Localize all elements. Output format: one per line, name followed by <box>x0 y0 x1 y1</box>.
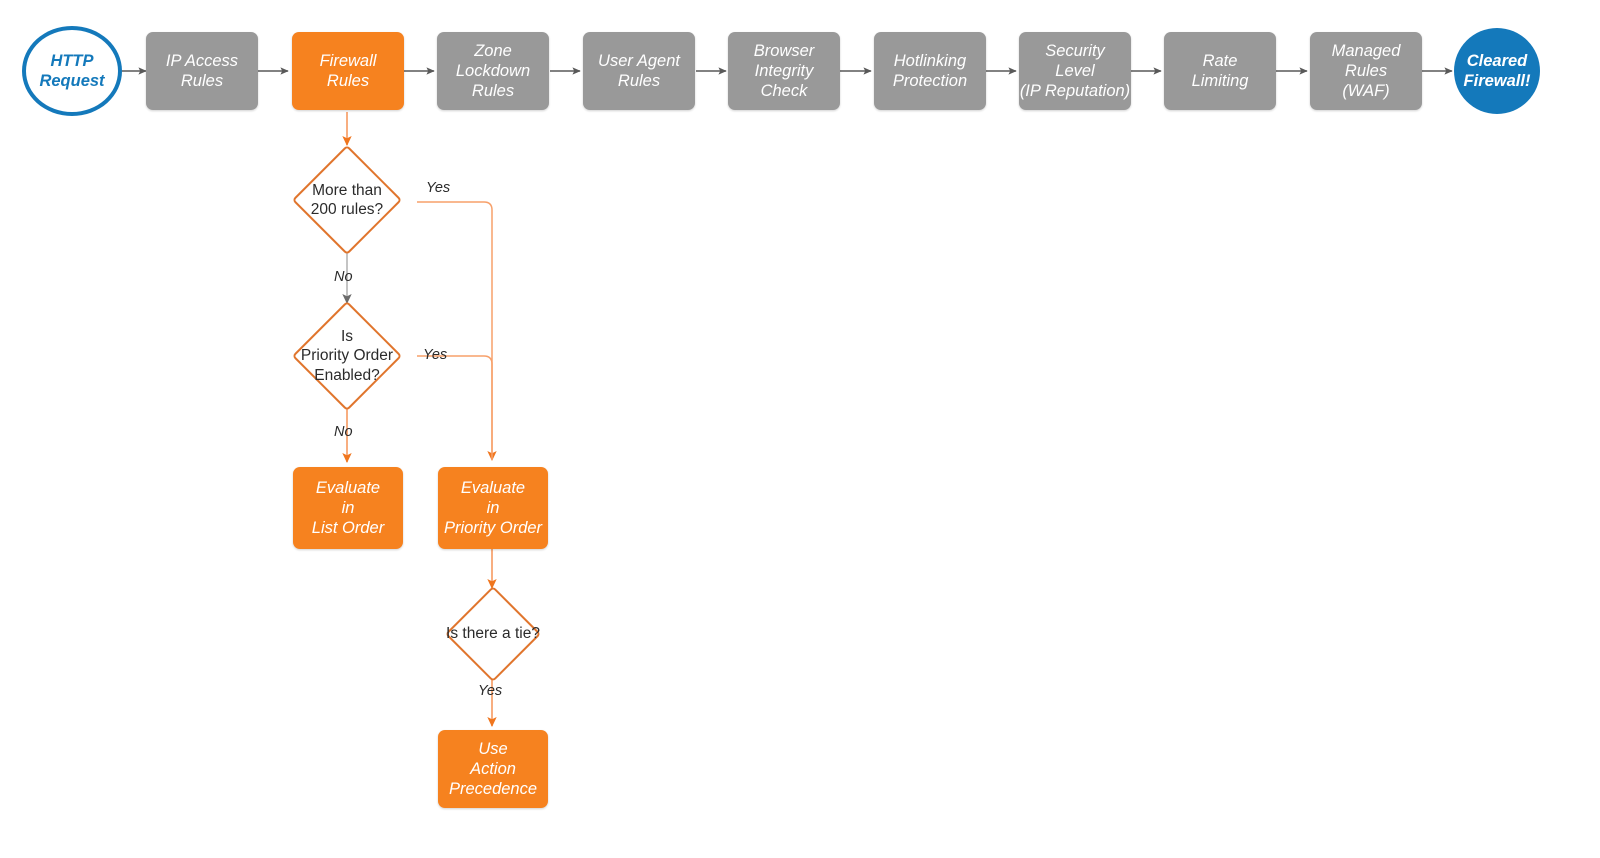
edge-label-yes-more-than-200: Yes <box>426 180 451 196</box>
node-use-action-precedence[interactable]: Use Action Precedence <box>438 730 548 808</box>
node-firewall-rules[interactable]: Firewall Rules <box>292 32 404 110</box>
node-hotlinking-protection[interactable]: Hotlinking Protection <box>874 32 986 110</box>
node-evaluate-in-list-order[interactable]: Evaluate in List Order <box>293 467 403 549</box>
edge-yes-priority-to-priority-order-box <box>417 355 493 460</box>
node-http-request[interactable]: HTTP Request <box>22 26 122 116</box>
node-zone-lockdown-rules[interactable]: Zone Lockdown Rules <box>437 32 549 110</box>
edge-label-no-priority-order: No <box>334 424 353 440</box>
node-rate-limiting[interactable]: Rate Limiting <box>1164 32 1276 110</box>
node-managed-rules-waf[interactable]: Managed Rules (WAF) <box>1310 32 1422 110</box>
edge-yes-200-to-priority-order-box <box>417 201 497 461</box>
decision-priority-order-enabled[interactable]: Is Priority Order Enabled? <box>277 300 417 412</box>
node-ip-access-rules[interactable]: IP Access Rules <box>146 32 258 110</box>
edge-label-no-more-than-200: No <box>334 269 353 285</box>
decision-more-than-200-rules[interactable]: More than 200 rules? <box>277 144 417 256</box>
decision-label: Is there a tie? <box>446 625 540 643</box>
decision-is-there-a-tie[interactable]: Is there a tie? <box>423 585 563 683</box>
edge-label-yes-priority-order: Yes <box>423 347 448 363</box>
decision-label: Is Priority Order Enabled? <box>300 327 394 384</box>
node-evaluate-in-priority-order[interactable]: Evaluate in Priority Order <box>438 467 548 549</box>
node-user-agent-rules[interactable]: User Agent Rules <box>583 32 695 110</box>
node-security-level[interactable]: Security Level (IP Reputation) <box>1019 32 1131 110</box>
decision-label: More than 200 rules? <box>310 181 384 218</box>
edge-label-yes-is-there-a-tie: Yes <box>478 683 503 699</box>
node-browser-integrity-check[interactable]: Browser Integrity Check <box>728 32 840 110</box>
node-cleared-firewall[interactable]: Cleared Firewall! <box>1454 28 1540 114</box>
